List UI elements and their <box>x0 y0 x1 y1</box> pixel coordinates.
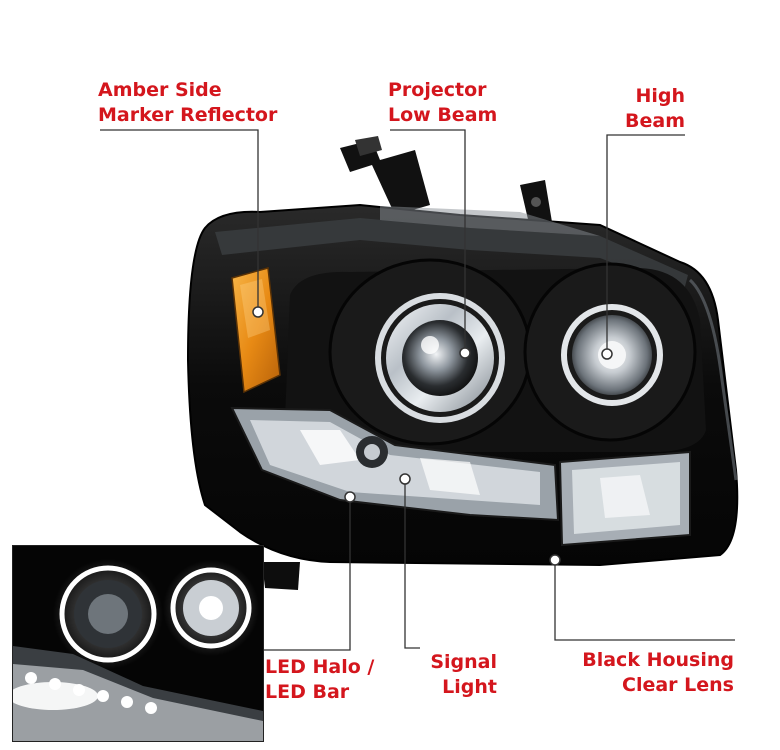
callout-dot-icon <box>459 347 471 359</box>
label-high-beam: High Beam <box>625 84 685 134</box>
label-housing-line1: Black Housing <box>582 649 734 671</box>
label-signal-line1: Signal <box>430 651 497 673</box>
label-projector-line2: Low Beam <box>388 104 498 126</box>
inset-led-bar <box>13 646 263 741</box>
leader-signal <box>404 479 420 649</box>
leader-high-beam <box>606 134 685 354</box>
label-amber-side-marker: Amber Side Marker Reflector <box>98 78 277 128</box>
callout-dot-icon <box>549 554 561 566</box>
mounting-bracket-left <box>340 136 430 215</box>
callout-dot-icon <box>601 348 613 360</box>
led-bar-reflector-right <box>558 450 691 547</box>
lit-halo-inset-photo <box>12 545 264 742</box>
amber-side-marker-reflector <box>231 267 281 394</box>
label-led-halo: LED Halo / LED Bar <box>265 655 374 705</box>
leader-projector <box>390 129 466 353</box>
projector-low-beam <box>328 258 532 446</box>
inset-left-halo <box>53 559 163 669</box>
callout-dots <box>252 306 613 566</box>
label-led-line1: LED Halo / <box>265 656 375 678</box>
callout-dot-icon <box>344 491 356 503</box>
leader-housing <box>554 560 735 641</box>
label-signal-light: Signal Light <box>430 650 497 700</box>
label-projector-line1: Projector <box>388 79 487 101</box>
leader-lines <box>100 129 735 651</box>
label-led-line2: LED Bar <box>265 681 350 703</box>
label-projector-low-beam: Projector Low Beam <box>388 78 497 128</box>
callout-dot-icon <box>399 473 411 485</box>
inset-right-halo <box>163 560 259 656</box>
label-amber-line2: Marker Reflector <box>98 104 278 126</box>
housing-bottom-tab <box>262 562 300 590</box>
inset-illustration <box>13 546 263 741</box>
label-housing-line2: Clear Lens <box>622 674 734 696</box>
label-high-line2: Beam <box>625 110 685 132</box>
label-signal-line2: Light <box>442 676 497 698</box>
signal-light-reflector <box>230 406 560 522</box>
label-black-housing: Black Housing Clear Lens <box>582 648 734 698</box>
leader-led-halo <box>262 497 351 651</box>
leader-amber <box>100 129 259 312</box>
label-amber-line1: Amber Side <box>98 79 222 101</box>
label-high-line1: High <box>635 85 685 107</box>
callout-dot-icon <box>252 306 264 318</box>
